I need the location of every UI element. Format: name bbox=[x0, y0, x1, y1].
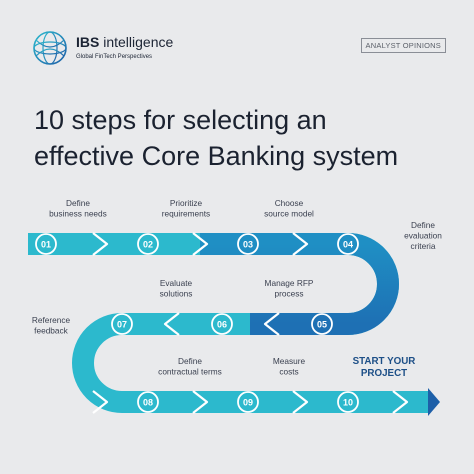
globe-logo-icon bbox=[33, 31, 67, 65]
step-label-line: PROJECT bbox=[361, 368, 407, 379]
title-line-2: effective Core Banking system bbox=[34, 141, 399, 171]
step-label-line: Reference bbox=[32, 315, 71, 325]
title-line-1: 10 steps for selecting an bbox=[34, 105, 327, 135]
step-label-line: Define bbox=[178, 356, 202, 366]
step-number: 07 bbox=[117, 320, 127, 330]
chevron-arrow-icon bbox=[292, 390, 309, 414]
brand-logo: IBS intelligence Global FinTech Perspect… bbox=[30, 28, 180, 70]
circle-marker-icon bbox=[237, 391, 259, 413]
circle-marker-icon bbox=[137, 233, 159, 255]
brand-name-bold: IBS bbox=[76, 34, 100, 50]
brand-name: IBS intelligence bbox=[76, 34, 173, 50]
step-label-line: criteria bbox=[411, 241, 436, 251]
page-title: 10 steps for selecting an effective Core… bbox=[34, 102, 454, 174]
circle-marker-icon bbox=[337, 391, 359, 413]
step-label-line: process bbox=[274, 289, 303, 299]
circle-marker-icon bbox=[137, 391, 159, 413]
chevron-arrow-icon bbox=[192, 390, 209, 414]
step-label-line: contractual terms bbox=[158, 367, 222, 377]
step-number: 09 bbox=[243, 398, 253, 408]
chevron-arrow-icon bbox=[292, 232, 309, 256]
chevron-arrow-icon bbox=[392, 390, 409, 414]
step-marker-01: 01 bbox=[35, 233, 57, 255]
step-label-line: evaluation bbox=[404, 231, 442, 241]
step-marker-05: 05 bbox=[311, 313, 333, 335]
chevron-arrow-icon bbox=[263, 312, 280, 336]
step-marker-03: 03 bbox=[237, 233, 259, 255]
step-label-line: feedback bbox=[34, 326, 69, 336]
circle-marker-icon bbox=[237, 233, 259, 255]
circle-marker-icon bbox=[337, 233, 359, 255]
step-marker-09: 09 bbox=[237, 391, 259, 413]
brand-name-rest: intelligence bbox=[99, 34, 174, 50]
step-number: 10 bbox=[343, 398, 353, 408]
step-label-line: requirements bbox=[162, 209, 210, 219]
process-ribbon-bend bbox=[200, 233, 399, 335]
circle-marker-icon bbox=[311, 313, 333, 335]
step-label-line: Prioritize bbox=[170, 198, 203, 208]
step-number: 02 bbox=[143, 240, 153, 250]
step-number: 08 bbox=[143, 398, 153, 408]
step-label-line: Choose bbox=[275, 198, 304, 208]
step-label-line: Define bbox=[411, 220, 435, 230]
step-markers: 01 02 03 04 05 06 07 08 09 10 bbox=[35, 233, 359, 413]
chevron-arrow-icon bbox=[192, 232, 209, 256]
step-label-line: business needs bbox=[49, 209, 107, 219]
step-label-line: START YOUR bbox=[353, 356, 416, 367]
step-marker-04: 04 bbox=[337, 233, 359, 255]
step-label-line: Evaluate bbox=[160, 278, 193, 288]
chevron-arrow-icon bbox=[163, 312, 180, 336]
circle-marker-icon bbox=[211, 313, 233, 335]
circle-marker-icon bbox=[35, 233, 57, 255]
step-label-line: Measure bbox=[273, 356, 306, 366]
analyst-opinions-badge: ANALYST OPINIONS bbox=[360, 38, 446, 53]
step-number: 01 bbox=[41, 240, 51, 250]
step-number: 04 bbox=[343, 240, 353, 250]
chevron-arrow-icon bbox=[92, 232, 109, 256]
step-marker-06: 06 bbox=[211, 313, 233, 335]
circle-marker-icon bbox=[111, 313, 133, 335]
step-marker-07: 07 bbox=[111, 313, 133, 335]
step-number: 05 bbox=[317, 320, 327, 330]
step-label-line: Manage RFP bbox=[265, 278, 314, 288]
brand-tagline: Global FinTech Perspectives bbox=[76, 54, 153, 60]
step-marker-02: 02 bbox=[137, 233, 159, 255]
step-label-line: Define bbox=[66, 198, 90, 208]
ribbon-arrowhead-icon bbox=[428, 388, 440, 416]
step-marker-08: 08 bbox=[137, 391, 159, 413]
step-label-line: solutions bbox=[160, 289, 193, 299]
step-number: 06 bbox=[217, 320, 227, 330]
step-label-line: source model bbox=[264, 209, 314, 219]
step-label-line: costs bbox=[279, 367, 298, 377]
step-number: 03 bbox=[243, 240, 253, 250]
chevron-arrows bbox=[92, 232, 409, 414]
step-marker-10: 10 bbox=[337, 391, 359, 413]
chevron-arrow-icon bbox=[92, 390, 109, 414]
